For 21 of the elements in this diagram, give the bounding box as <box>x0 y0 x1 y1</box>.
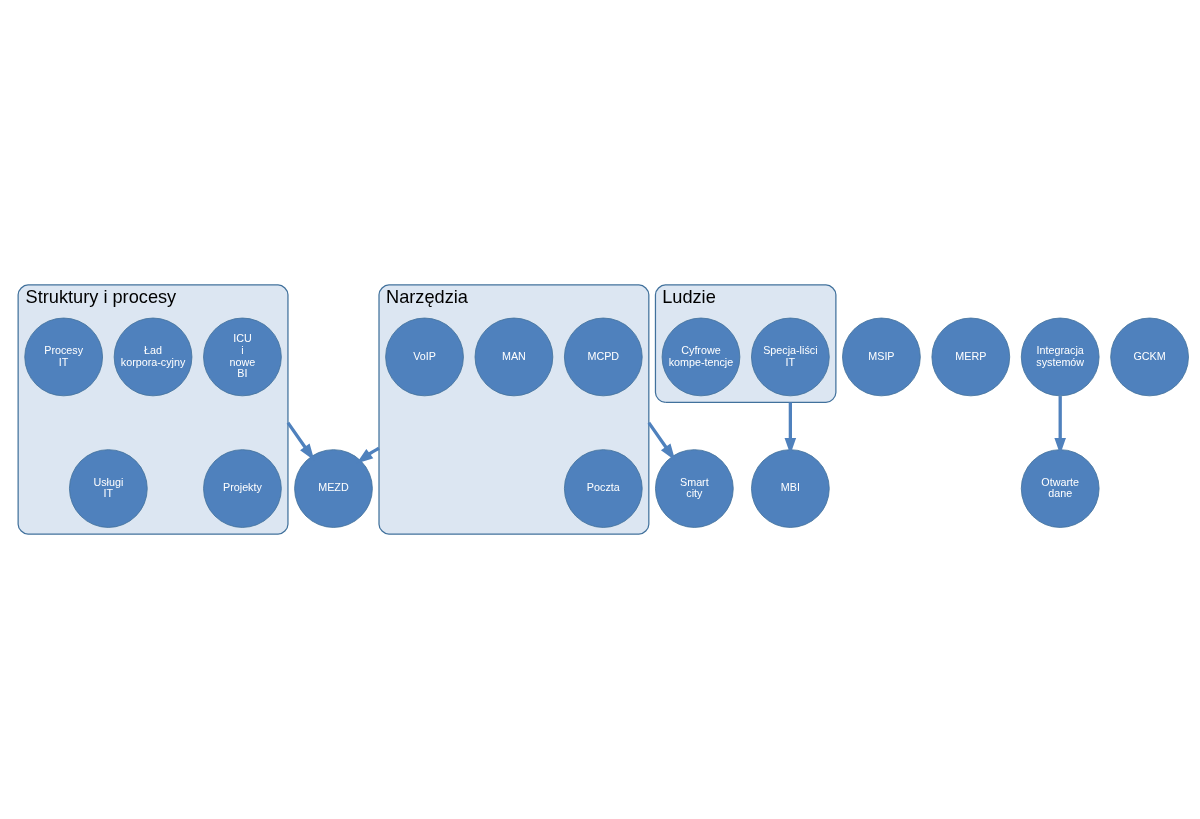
node-circle: MAN <box>474 317 554 397</box>
node-circle: GCKM <box>1110 317 1189 397</box>
node-circle: Ład korpora-cyjny <box>113 317 193 397</box>
node-circle: ICU i nowe BI <box>203 317 282 397</box>
node-circle: Integracja systemów <box>1020 317 1100 397</box>
node-circle: Usługi IT <box>69 449 148 528</box>
node-circle: MCPD <box>564 317 643 397</box>
arrow <box>286 421 315 461</box>
node-circle: MERP <box>931 317 1011 397</box>
arrow <box>647 421 676 461</box>
node-circle: Otwarte dane <box>1020 449 1100 528</box>
node-circle: Cyfrowe kompe-tencje <box>661 317 741 397</box>
node-circle: Specja-liści IT <box>751 317 830 397</box>
arrow <box>356 446 380 464</box>
node-circle: Poczta <box>564 449 643 528</box>
node-circle: Procesy IT <box>24 317 103 397</box>
node-circle: MBI <box>751 449 830 528</box>
node-circle: MSIP <box>842 317 921 397</box>
node-circle: VoIP <box>385 317 464 397</box>
node-circle: Smart city <box>655 449 734 528</box>
node-circle: Projekty <box>203 449 282 528</box>
